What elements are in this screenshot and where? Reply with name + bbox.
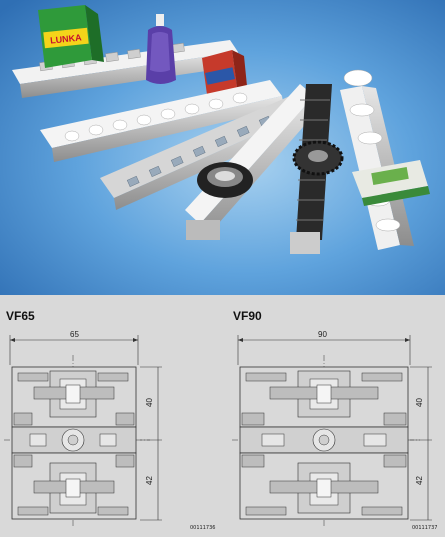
product-label: LUNKA	[50, 32, 83, 45]
drawing-code-vf90: 00111737	[412, 525, 438, 531]
bottle-icon	[146, 14, 176, 84]
detergent-box-icon	[352, 160, 430, 206]
lower-dimension-vf90: 42	[415, 476, 424, 485]
detergent-box-icon: LUNKA	[38, 5, 104, 68]
profile-drawing-vf90: 90 40 42	[232, 330, 432, 527]
lower-dimension-vf65: 42	[145, 476, 154, 485]
drawing-code-vf65: 00111736	[190, 525, 216, 531]
roller-conveyor-icon	[40, 80, 284, 162]
bearing-icon	[197, 162, 253, 198]
upper-dimension-vf65: 40	[145, 398, 154, 407]
upper-dimension-vf90: 40	[415, 398, 424, 407]
product-photo: LUNKA	[0, 0, 445, 295]
technical-drawings: VF65 VF90 65 40 42	[0, 295, 445, 537]
gear-icon	[292, 140, 344, 176]
model-label-vf90: VF90	[233, 309, 262, 323]
width-dimension-vf65: 65	[70, 330, 79, 339]
width-dimension-vf90: 90	[318, 330, 327, 339]
model-label-vf65: VF65	[6, 309, 35, 323]
profile-drawing-vf65: 65 40 42	[4, 330, 162, 527]
